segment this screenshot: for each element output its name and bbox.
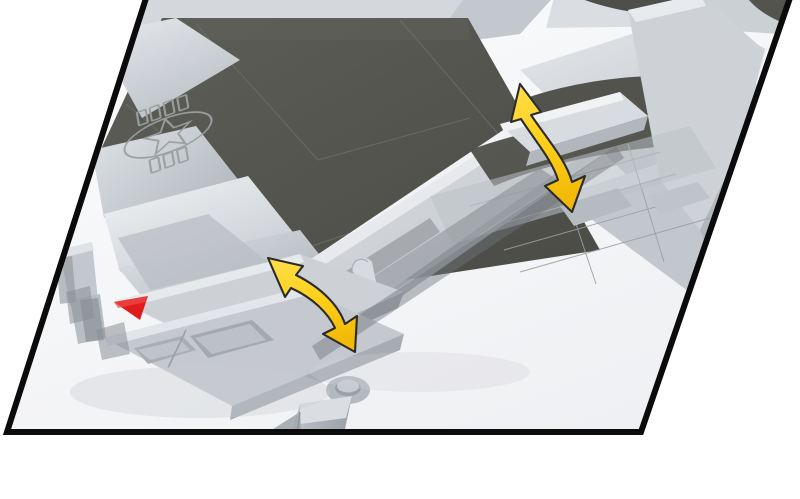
wing-rib-block-2 — [648, 182, 710, 214]
insignia-star — [141, 117, 193, 157]
left-wing-root-panel — [92, 126, 240, 218]
display-stand-post — [244, 396, 352, 430]
articulation-arrow-wing — [509, 82, 587, 214]
usaf-star-and-bars-insignia — [123, 94, 213, 174]
rib-shadows — [66, 286, 130, 360]
contact-shadow — [70, 366, 330, 418]
spine-shadow — [312, 146, 624, 360]
photo-frame-border — [2, 0, 793, 435]
insignia-lower-bars — [148, 146, 190, 174]
wing-rib-block — [560, 188, 632, 226]
round-socket-boss — [326, 376, 370, 404]
brick-split-line — [167, 329, 187, 369]
insignia-upper-bars — [135, 94, 190, 127]
articulation-arrow-flap — [266, 256, 359, 354]
